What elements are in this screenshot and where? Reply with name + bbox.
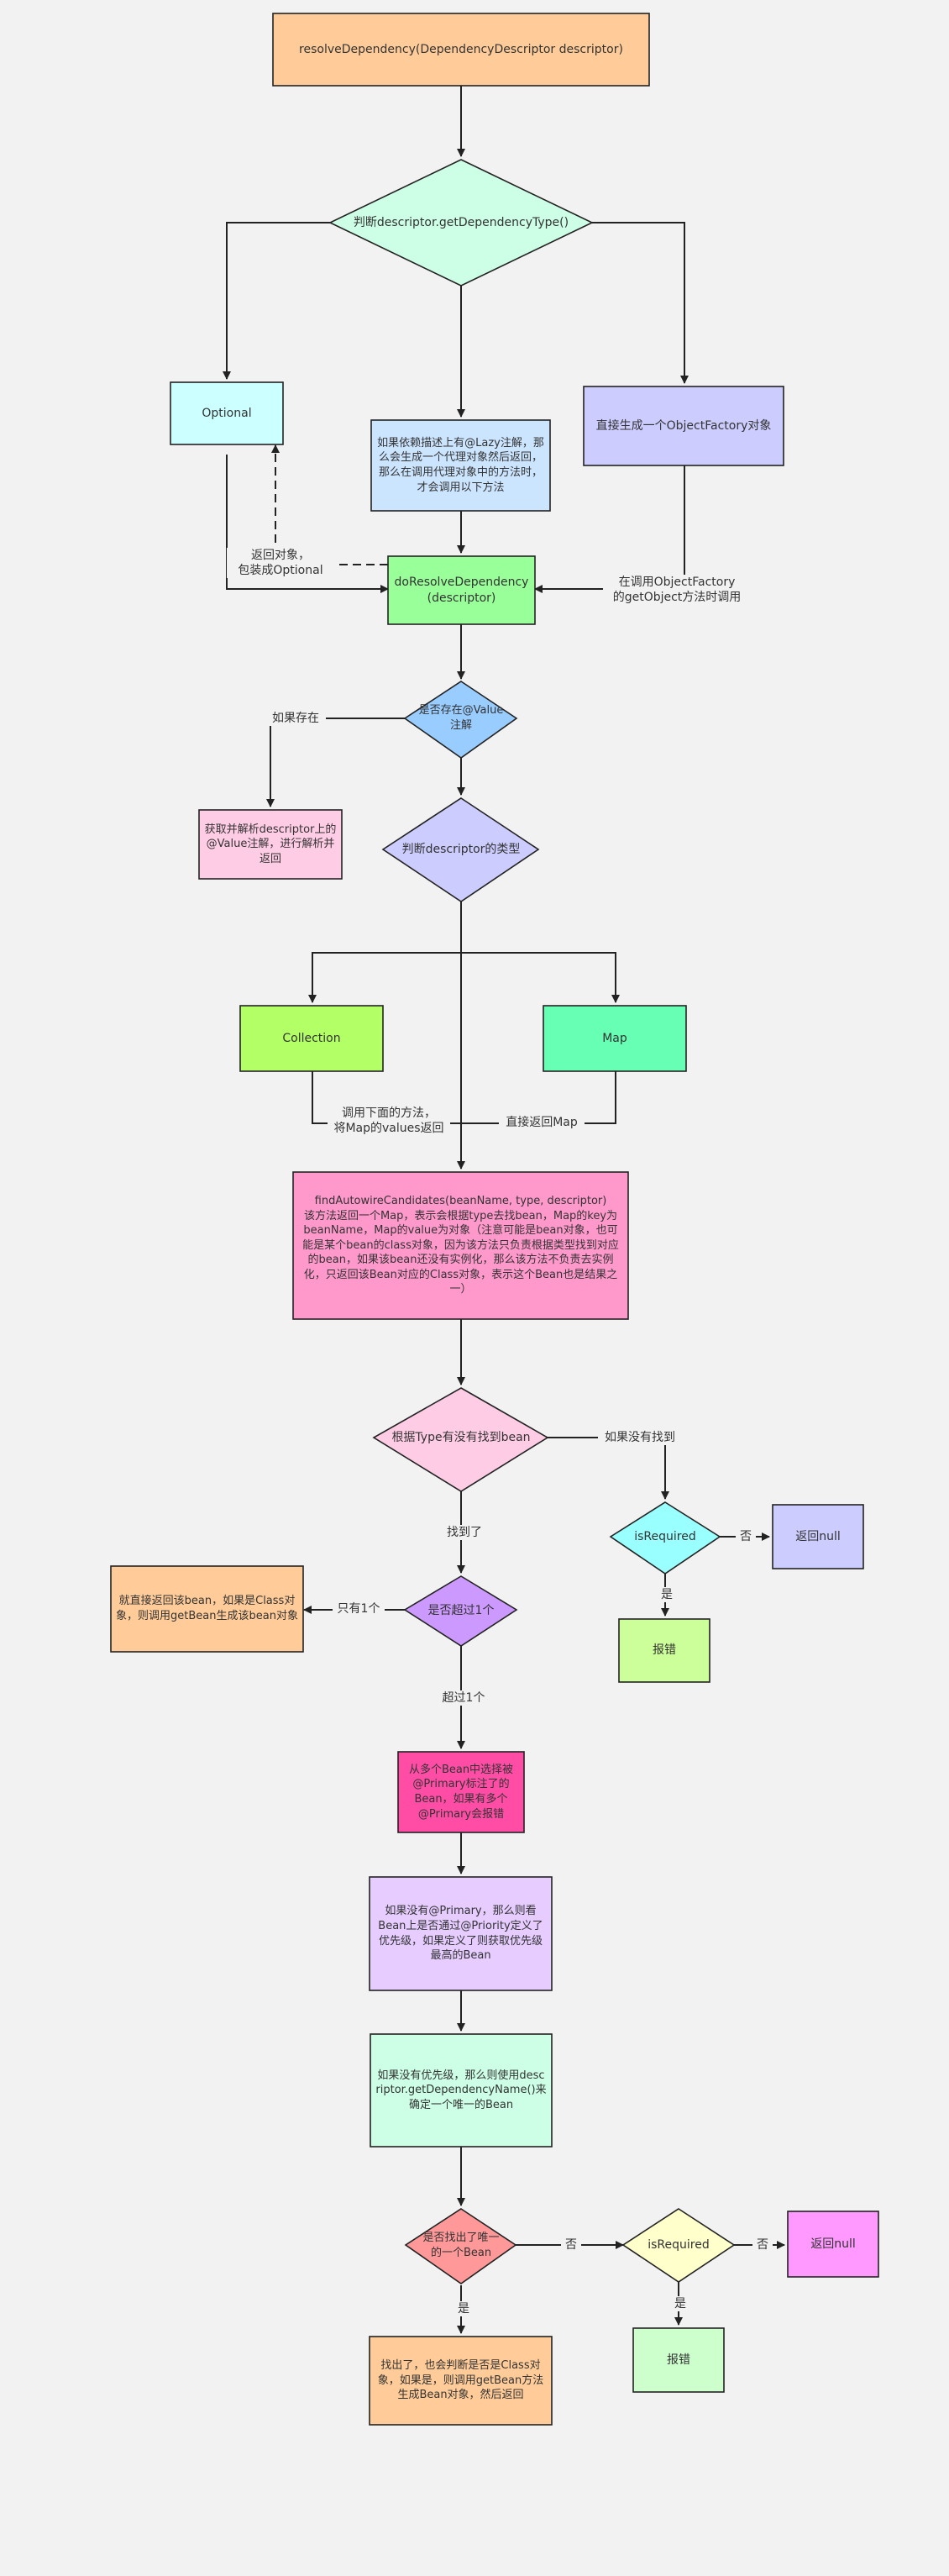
node-error-2 <box>632 2327 725 2393</box>
node-map <box>543 1005 687 1072</box>
edge-desctype-to-collection <box>308 902 462 1003</box>
node-resolve <box>272 13 650 87</box>
edge-objfactory-to-do <box>534 465 685 593</box>
edge-map-to-find <box>461 1071 616 1124</box>
node-value-anno <box>403 681 518 759</box>
edge-collection-to-find <box>312 1071 461 1124</box>
node-primary <box>397 1751 525 1833</box>
node-return-null-1 <box>772 1504 864 1569</box>
node-find-candidates <box>292 1171 629 1320</box>
node-found-by-type <box>372 1387 549 1492</box>
node-is-required-1 <box>609 1501 721 1575</box>
node-value-parse <box>198 809 343 880</box>
node-more-than-one <box>403 1575 518 1647</box>
node-only-one-action <box>110 1565 304 1653</box>
node-desc-type <box>381 797 540 902</box>
node-objfactory <box>583 386 784 466</box>
node-judge-type <box>328 159 594 287</box>
node-is-required-2 <box>621 2208 736 2283</box>
node-do-resolve <box>387 555 536 625</box>
node-lazy <box>370 419 551 512</box>
node-collection <box>239 1005 384 1072</box>
node-priority <box>369 1876 553 1991</box>
node-error-1 <box>618 1618 710 1683</box>
node-return-null-2 <box>787 2211 879 2278</box>
edge-optional-to-do <box>226 455 389 593</box>
edge-value-to-parse <box>266 718 405 807</box>
node-optional <box>170 381 284 445</box>
edge-judge-to-optional <box>223 222 330 380</box>
node-found-unique <box>404 2208 517 2284</box>
node-by-name <box>370 2033 553 2148</box>
edge-judge-to-objfactory <box>592 222 689 384</box>
node-final-action <box>369 2336 553 2426</box>
edge-found-to-required1 <box>548 1437 669 1500</box>
edge-desctype-to-map <box>461 952 620 1003</box>
